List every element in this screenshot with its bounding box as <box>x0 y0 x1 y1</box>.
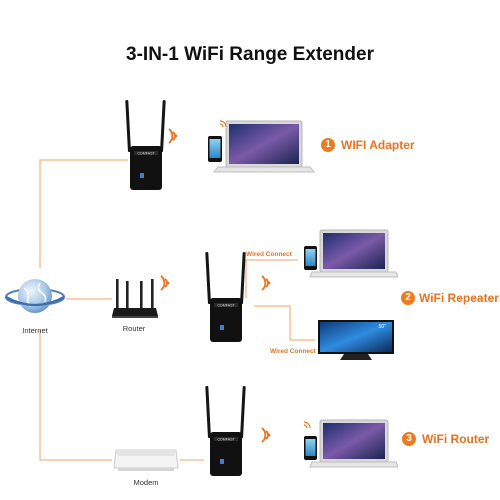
laptop-phone-group-3 <box>304 419 398 468</box>
laptop-wifi-icon-1 <box>219 120 227 128</box>
page-title: 3-IN-1 WiFi Range Extender <box>126 44 374 65</box>
extender-brand-2: COMFAST <box>217 304 235 308</box>
tv-size-label: 50" <box>379 324 387 330</box>
internet-label: Internet <box>22 326 48 335</box>
line-internet-to-adapter <box>39 159 128 268</box>
mode-3-badge: 3 <box>402 432 416 446</box>
extender-brand-3: COMFAST <box>217 438 235 442</box>
extender-adapter-icon: COMFAST <box>125 100 166 190</box>
router-label: Router <box>122 324 146 333</box>
laptop-phone-group-2 <box>304 229 398 278</box>
router-icon <box>112 279 158 318</box>
mode-2-label: WiFi Repeater <box>419 291 499 305</box>
mode-1-label: WIFI Adapter <box>341 138 415 152</box>
mode-2-badge: 2 <box>401 291 415 305</box>
laptop-wifi-icon-3 <box>303 421 311 429</box>
mode-3-label: WiFi Router <box>422 432 490 446</box>
line-internet-to-modem <box>39 330 112 461</box>
tv-icon: 50" <box>318 320 394 360</box>
wired-connect-label-bottom: Wired Connect <box>270 348 316 355</box>
modem-icon <box>113 449 179 471</box>
repeater-wifi-signal-icon <box>261 275 271 291</box>
internet-globe-icon <box>5 279 65 313</box>
line-repeater-to-laptop <box>245 259 298 298</box>
router-wifi-signal-icon <box>160 275 170 291</box>
extender-repeater-icon: COMFAST <box>205 252 246 342</box>
laptop-phone-group-1 <box>208 120 316 173</box>
mode-1-badge: 1 <box>321 138 335 152</box>
extender-router-mode-icon: COMFAST <box>205 386 246 476</box>
adapter-wifi-signal-icon <box>168 128 178 144</box>
router-mode-wifi-signal-icon <box>261 427 271 443</box>
wired-connect-label-top: Wired Connect <box>246 251 292 258</box>
modem-label: Modem <box>133 478 159 487</box>
line-repeater-to-tv <box>254 305 315 341</box>
extender-brand-1: COMFAST <box>137 152 155 156</box>
